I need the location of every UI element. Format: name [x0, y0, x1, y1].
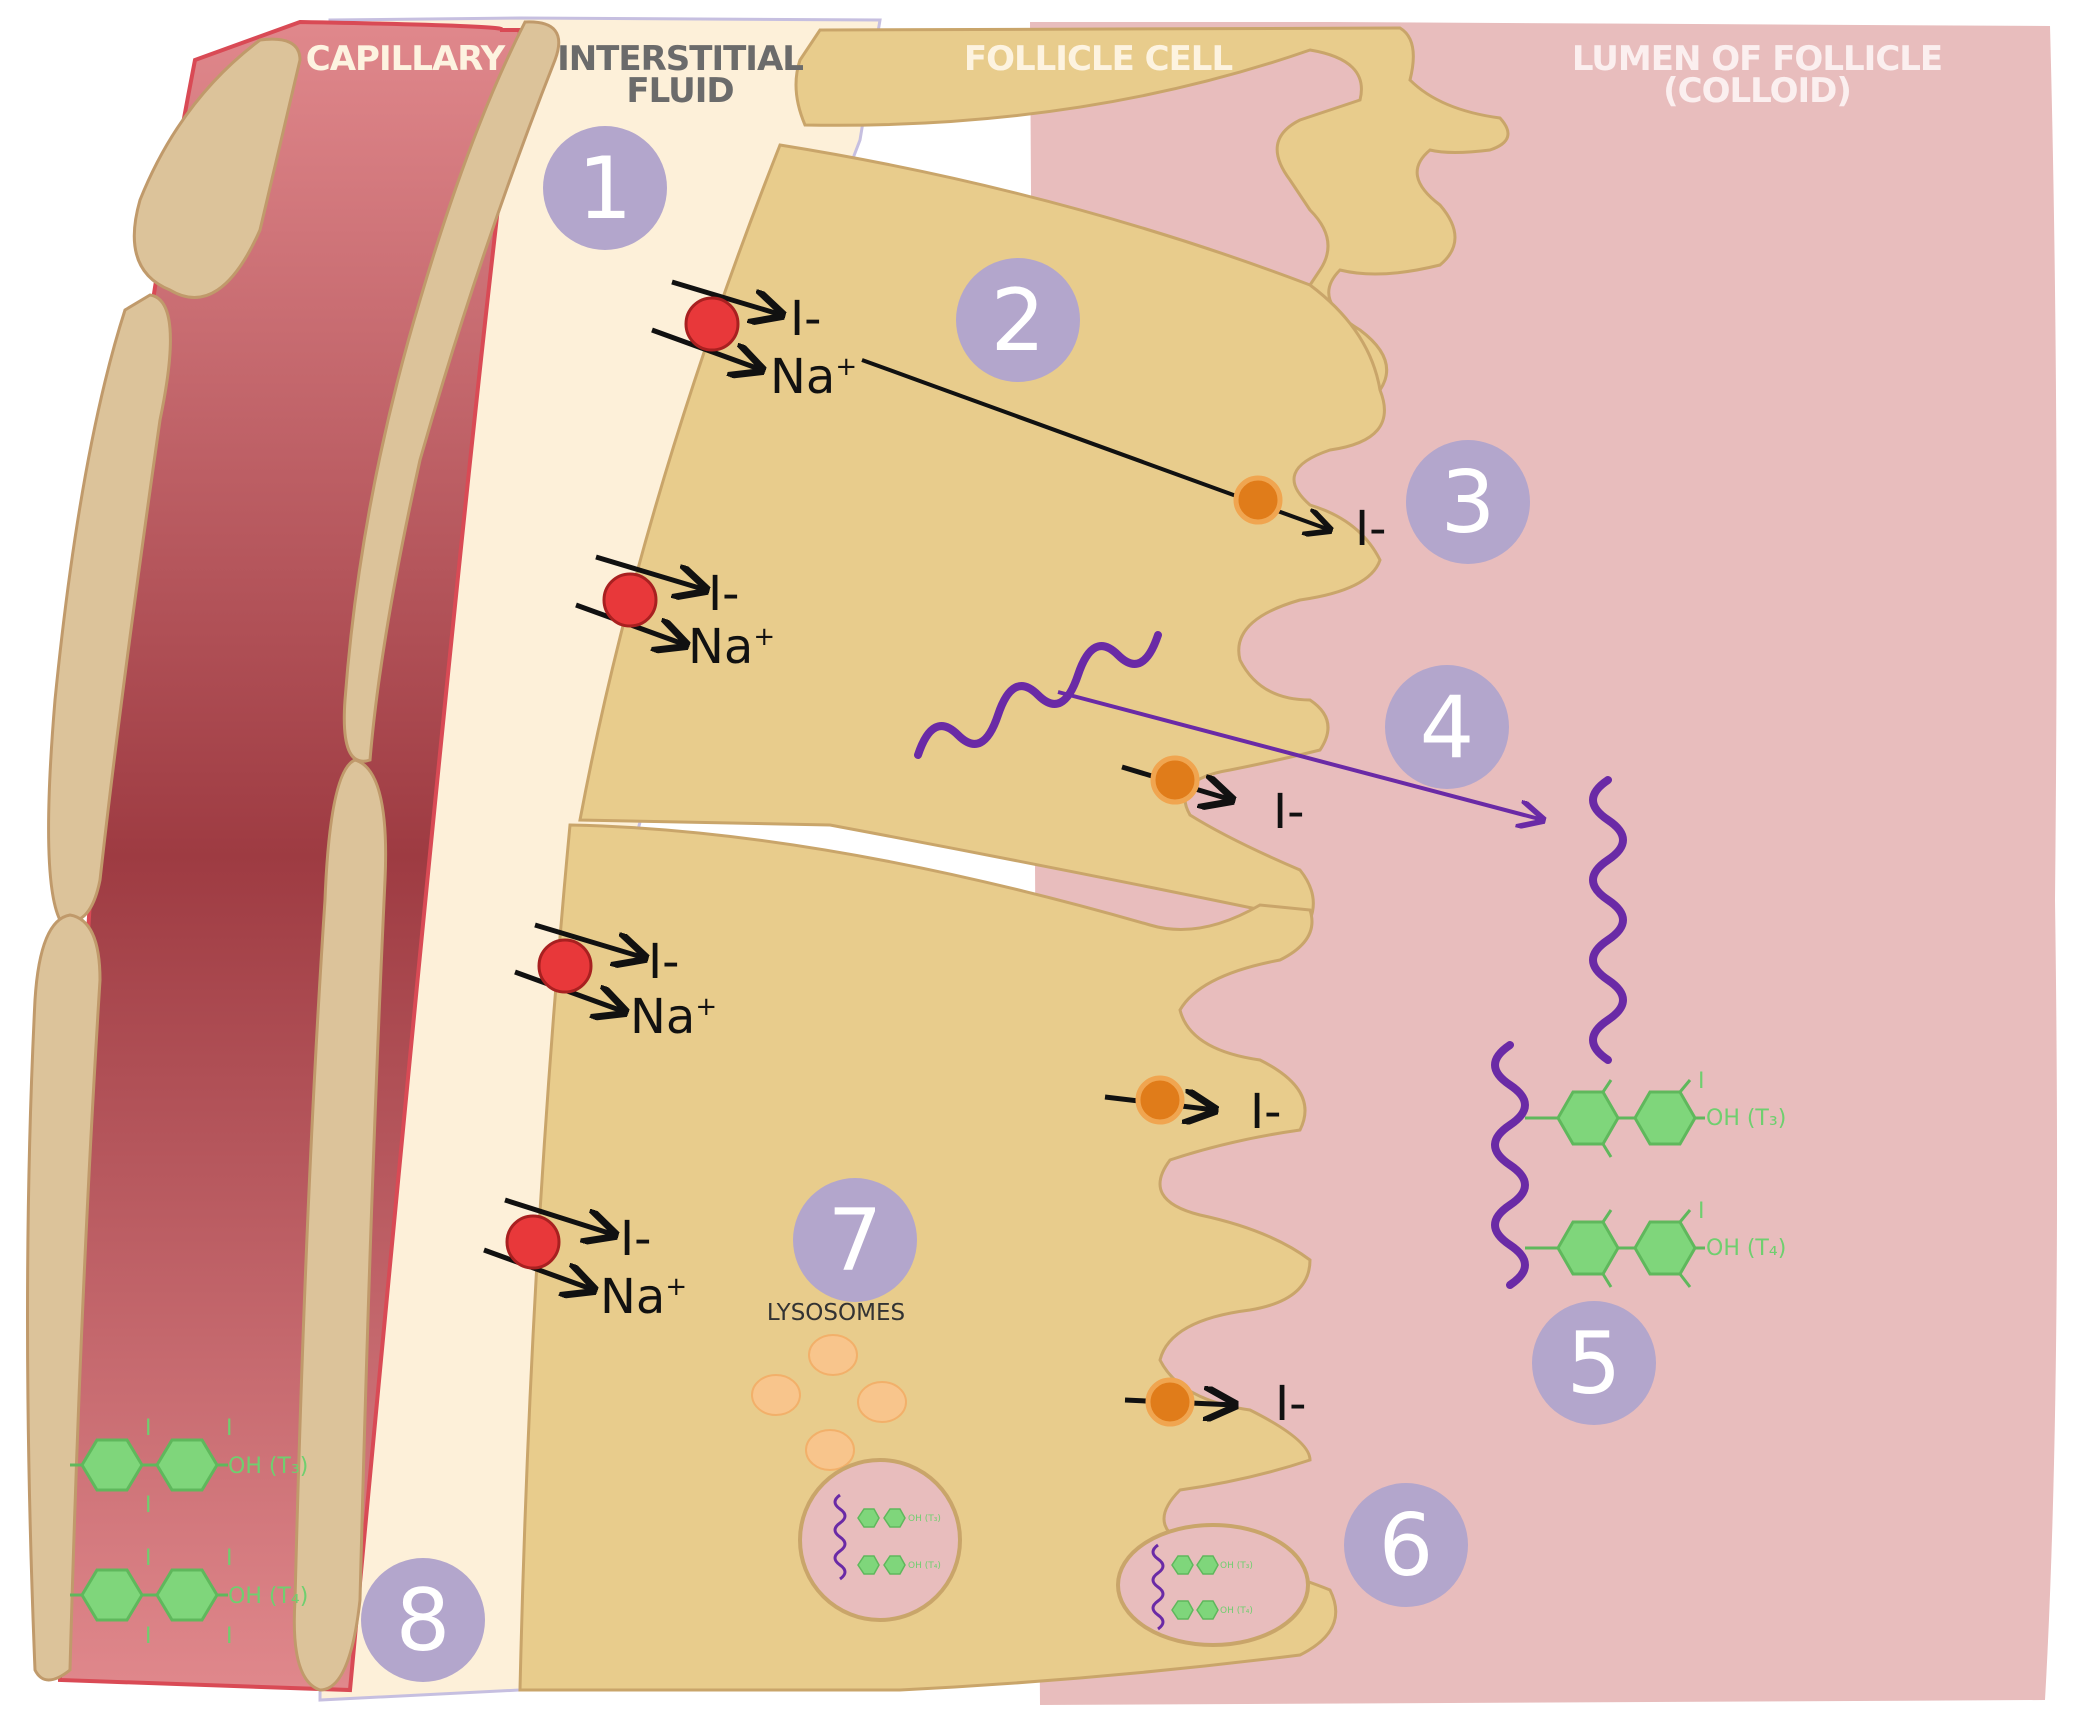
- interstitial-fluid-label-line1: INTERSTITIAL: [557, 39, 803, 79]
- pendrin-transporter-2: I-: [1121, 755, 1304, 840]
- step-4-badge: 4: [1385, 665, 1509, 789]
- thyroglobulin-in-colloid: [1589, 776, 1627, 1064]
- svg-text:2: 2: [991, 271, 1046, 371]
- pendrin-transporter-1: I-: [1233, 475, 1386, 557]
- iodine-atom-label: I: [145, 1546, 152, 1571]
- sodium-label: Na+: [688, 619, 775, 675]
- iodine-atom-label: I: [1698, 1069, 1705, 1094]
- iodide-label: I-: [1250, 1084, 1281, 1140]
- lumen-label-line2: (COLLOID): [1663, 71, 1851, 111]
- svg-text:OH (T₃): OH (T₃): [1220, 1561, 1253, 1571]
- iodine-atom-label: I: [1698, 1199, 1705, 1224]
- step-3-badge: 3: [1406, 440, 1530, 564]
- nis-symporter-1: I- Na+: [651, 279, 857, 405]
- pendrin-transporter-3: I-: [1104, 1075, 1281, 1140]
- step-6-badge: 6: [1344, 1483, 1468, 1607]
- iodine-atom-label: I: [226, 1624, 233, 1649]
- svg-text:4: 4: [1420, 678, 1475, 778]
- svg-text:6: 6: [1379, 1496, 1434, 1596]
- svg-text:OH (T₄): OH (T₄): [908, 1561, 941, 1571]
- t4-molecule-capillary: [70, 1568, 228, 1622]
- capillary-wall-right: [342, 20, 561, 763]
- svg-text:7: 7: [828, 1191, 883, 1291]
- follicle-cell-label: FOLLICLE CELL: [964, 39, 1233, 79]
- step-7-badge: 7: [793, 1178, 917, 1302]
- iodide-label: I-: [1273, 784, 1304, 840]
- lysosome-vesicles: [751, 1334, 907, 1471]
- thyroglobulin-in-cell: [914, 631, 1162, 759]
- t3-label-colloid: OH (T₃): [1706, 1106, 1786, 1131]
- iodide-label: I-: [648, 934, 679, 990]
- phagolysosome: OH (T₃) OH (T₄): [798, 1458, 962, 1622]
- svg-text:OH (T₃): OH (T₃): [908, 1514, 941, 1524]
- iodine-atom-label: I: [226, 1416, 233, 1441]
- nis-symporter-2: I- Na+: [575, 554, 775, 675]
- iodide-label: I-: [620, 1211, 651, 1267]
- endocytic-vesicle: OH (T₃) OH (T₄): [1116, 1523, 1310, 1647]
- t4-molecule-colloid: [1525, 1209, 1705, 1288]
- t3-molecule-capillary: [70, 1438, 228, 1492]
- follicle-cell-bottom: [518, 823, 1338, 1692]
- step-5-badge: 5: [1532, 1301, 1656, 1425]
- iodide-label: I-: [790, 291, 821, 347]
- sodium-label: Na+: [600, 1269, 687, 1325]
- pendrin-transporter-4: I-: [1124, 1376, 1306, 1432]
- t4-label-capillary: OH (T₄): [228, 1584, 308, 1609]
- thyroglobulin-secretion-arrow: [1057, 690, 1543, 820]
- capillary-wall-left-2: [47, 293, 172, 923]
- iodine-atom-label: I: [145, 1624, 152, 1649]
- t3-molecule-colloid: [1525, 1079, 1705, 1158]
- nis-symporter-3: I- Na+: [514, 922, 717, 1045]
- iodide-label: I-: [1275, 1376, 1306, 1432]
- iodide-label: I-: [1355, 501, 1386, 557]
- interstitial-fluid-label-line2: FLUID: [626, 71, 733, 111]
- nis-symporter-4: I- Na+: [483, 1197, 687, 1325]
- iodinated-thyroglobulin: [1491, 1041, 1529, 1289]
- iodine-atom-label: I: [226, 1546, 233, 1571]
- iodine-atom-label: I: [145, 1416, 152, 1441]
- svg-text:5: 5: [1567, 1314, 1622, 1414]
- step-2-badge: 2: [956, 258, 1080, 382]
- svg-text:OH (T₄): OH (T₄): [1220, 1606, 1253, 1616]
- capillary-wall-right-2: [292, 758, 388, 1692]
- t3-label-capillary: OH (T₃): [228, 1454, 308, 1479]
- lysosomes-label: LYSOSOMES: [767, 1300, 905, 1326]
- svg-text:1: 1: [578, 139, 633, 239]
- iodide-label: I-: [708, 566, 739, 622]
- sodium-label: Na+: [630, 989, 717, 1045]
- svg-text:8: 8: [396, 1571, 451, 1671]
- step-8-badge: 8: [361, 1558, 485, 1682]
- svg-text:3: 3: [1441, 453, 1496, 553]
- capillary-wall-left: [132, 37, 302, 299]
- capillary-wall-left-3: [26, 913, 102, 1682]
- iodine-atom-label: I: [145, 1493, 152, 1518]
- t4-label-colloid: OH (T₄): [1706, 1236, 1786, 1261]
- step-1-badge: 1: [543, 126, 667, 250]
- lumen-label-line1: LUMEN OF FOLLICLE: [1572, 39, 1942, 79]
- sodium-label: Na+: [770, 349, 857, 405]
- capillary-label: CAPILLARY: [306, 39, 506, 79]
